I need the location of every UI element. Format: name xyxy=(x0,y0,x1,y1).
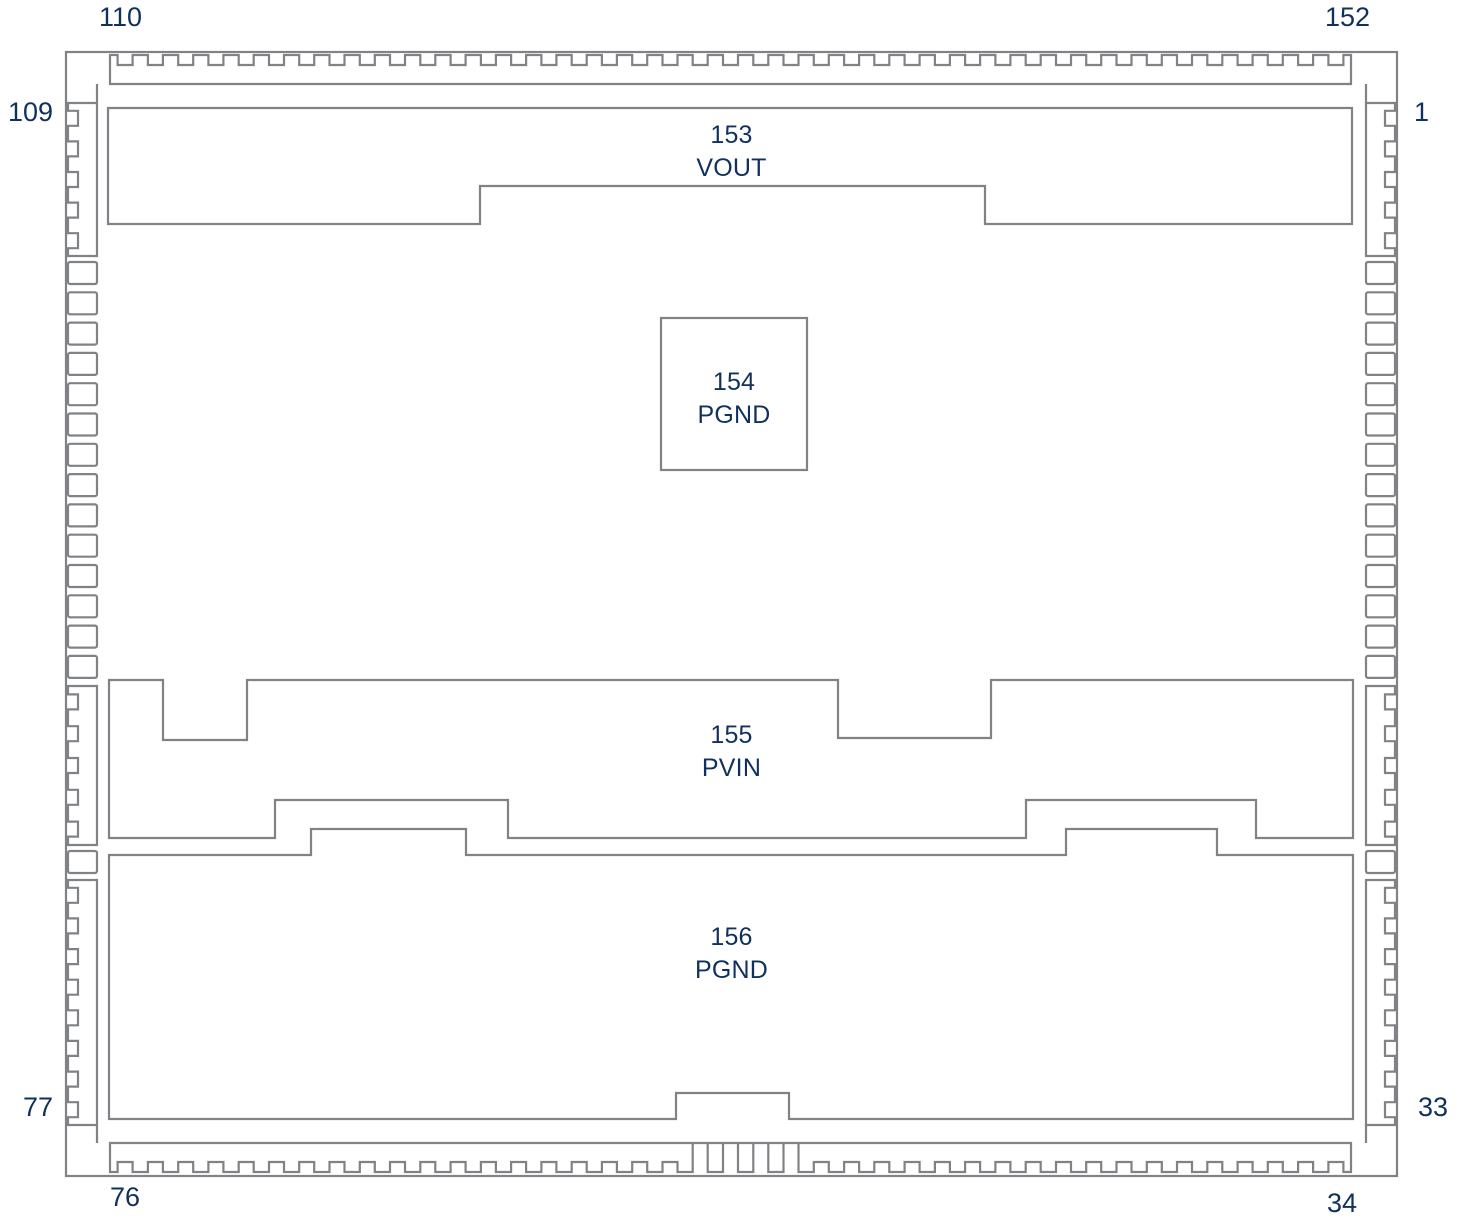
left-pin-pad[interactable] xyxy=(66,594,99,619)
pin-number-152: 152 xyxy=(1325,2,1371,32)
left-pin-pad[interactable] xyxy=(66,351,99,376)
right-pin-pad[interactable] xyxy=(1364,260,1397,286)
right-pin-bar-top[interactable] xyxy=(1364,101,1397,258)
pin-number-34: 34 xyxy=(1327,1188,1358,1218)
left-pin-pad[interactable] xyxy=(66,473,99,498)
pad-156-pgnd[interactable] xyxy=(107,827,1355,1121)
left-pin-pad[interactable] xyxy=(66,503,99,528)
pin-number-76: 76 xyxy=(110,1182,141,1212)
pin-number-110: 110 xyxy=(99,2,143,32)
right-pin-pad[interactable] xyxy=(1364,351,1397,376)
left-pin-pad[interactable] xyxy=(66,291,99,316)
left-pin-bar-bottom[interactable] xyxy=(66,878,99,1127)
right-pin-pad[interactable] xyxy=(1364,594,1397,619)
right-pin-pad[interactable] xyxy=(1364,382,1397,407)
left-pin-pad[interactable] xyxy=(66,412,99,437)
right-pin-pad[interactable] xyxy=(1364,442,1397,467)
right-pin-bar-bottom[interactable] xyxy=(1364,878,1397,1127)
left-pin-bar-top[interactable] xyxy=(66,101,99,258)
pin-number-1: 1 xyxy=(1414,97,1430,127)
right-pin-bar-mid[interactable] xyxy=(1364,684,1397,847)
corner-connector-stubs xyxy=(95,84,1368,1143)
right-pin-pad[interactable] xyxy=(1364,654,1397,680)
left-pin-pad[interactable] xyxy=(66,849,99,875)
left-pin-pad[interactable] xyxy=(66,260,99,286)
left-pin-pad[interactable] xyxy=(66,533,99,558)
right-pin-pad[interactable] xyxy=(1364,291,1397,316)
left-pin-pad[interactable] xyxy=(66,654,99,680)
right-pin-pad[interactable] xyxy=(1364,563,1397,589)
left-pin-pad[interactable] xyxy=(66,382,99,407)
right-pin-pad[interactable] xyxy=(1364,533,1397,558)
pin-number-109: 109 xyxy=(8,97,54,127)
package-body-outline xyxy=(64,50,1399,1178)
right-pin-pad[interactable] xyxy=(1364,412,1397,437)
pad-153-vout[interactable] xyxy=(106,106,1354,226)
left-pin-bar-mid[interactable] xyxy=(66,684,99,847)
right-edge-pin-column xyxy=(1364,101,1397,1127)
left-edge-pin-column xyxy=(66,101,99,1127)
pin-number-33: 33 xyxy=(1418,1092,1449,1122)
right-pin-pad[interactable] xyxy=(1364,849,1397,875)
left-pin-pad[interactable] xyxy=(66,321,99,346)
right-pin-pad[interactable] xyxy=(1364,321,1397,346)
top-edge-pin-bar xyxy=(108,53,1353,86)
pad-154-pgnd[interactable] xyxy=(659,316,809,472)
left-pin-pad[interactable] xyxy=(66,442,99,467)
left-pin-pad[interactable] xyxy=(66,563,99,589)
right-pin-pad[interactable] xyxy=(1364,624,1397,649)
bottom-edge-pin-bar xyxy=(108,1141,1353,1174)
right-pin-pad[interactable] xyxy=(1364,503,1397,528)
pad-155-pvin[interactable] xyxy=(107,678,1355,840)
left-pin-pad[interactable] xyxy=(66,624,99,649)
right-pin-pad[interactable] xyxy=(1364,473,1397,498)
pin-number-77: 77 xyxy=(23,1092,54,1122)
